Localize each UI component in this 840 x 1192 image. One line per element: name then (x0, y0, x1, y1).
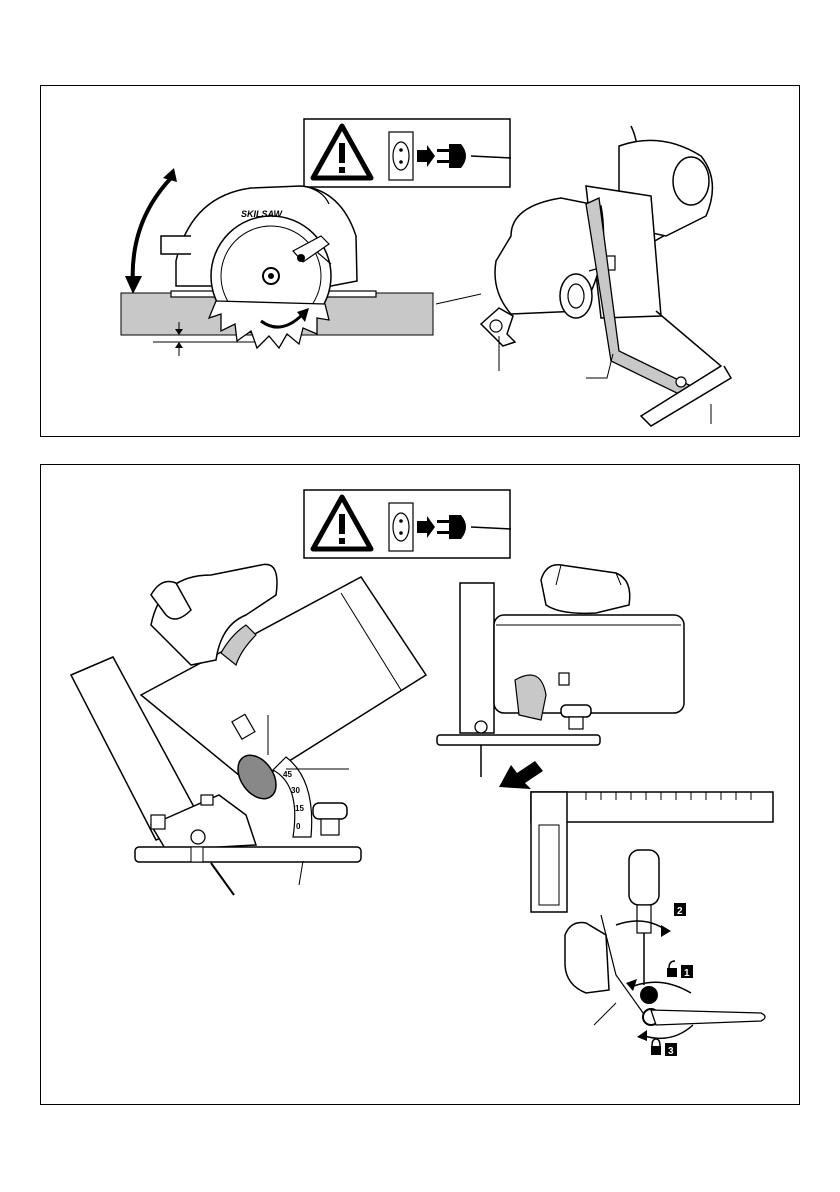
saw-upright-view (437, 565, 684, 789)
bevel-adjustment-illustration: 45 30 15 0 (41, 465, 801, 1106)
step-label-1: 1 (684, 968, 690, 979)
rotate-step-2: 2 (674, 903, 686, 917)
depth-adjustment-illustration: SKILSAW (41, 86, 801, 438)
saw-tilted-view: 45 30 15 0 (71, 564, 426, 895)
lock-closed-step-3: 3 (651, 1039, 677, 1057)
scale-mark-15: 15 (295, 804, 304, 813)
step-label-3: 3 (668, 1046, 674, 1057)
brand-label: SKILSAW (241, 209, 284, 219)
scale-mark-0: 0 (296, 822, 301, 831)
up-down-arrow-icon (125, 168, 177, 294)
screw-adjustment-detail: 1 2 3 (565, 850, 765, 1057)
figure-panel-depth-adjustment: SKILSAW (40, 85, 800, 437)
figure-panel-bevel-adjustment: 45 30 15 0 (40, 464, 800, 1105)
lock-open-step-1: 1 (667, 961, 693, 979)
step-label-2: 2 (677, 906, 683, 917)
warning-unplug-icon (304, 490, 511, 558)
scale-mark-30: 30 (291, 786, 300, 795)
warning-unplug-icon (304, 119, 511, 187)
scale-mark-45: 45 (283, 770, 292, 779)
